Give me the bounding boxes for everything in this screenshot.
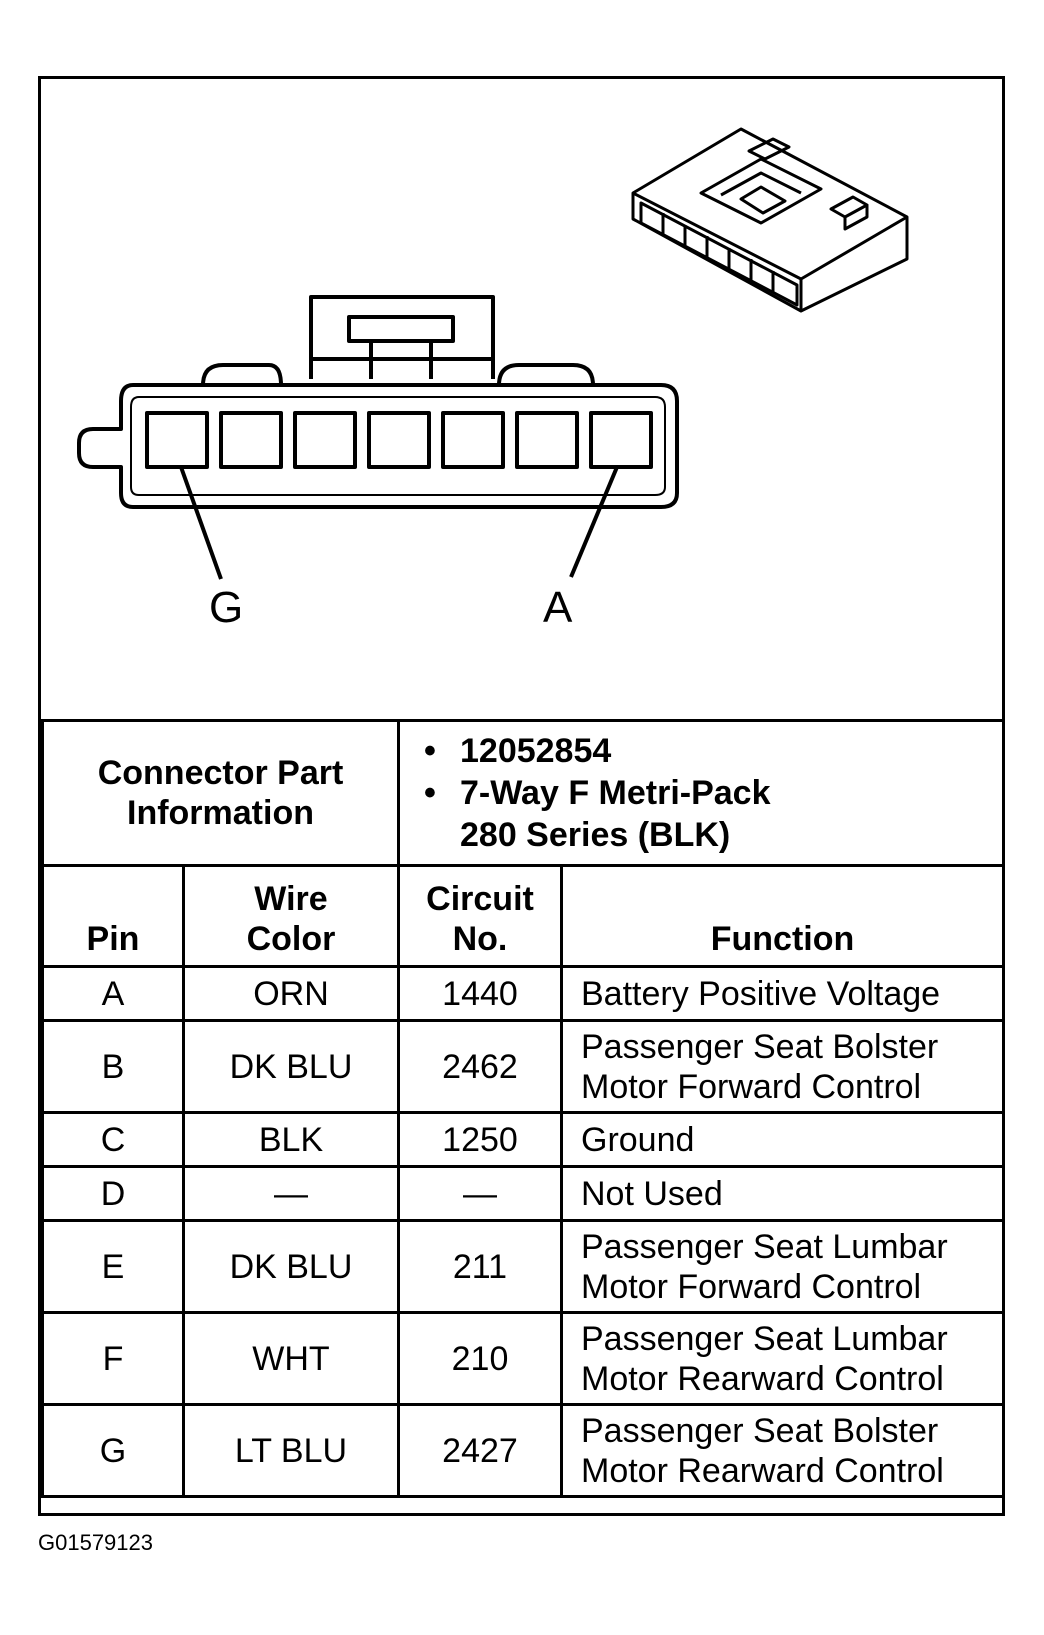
header-wire-color: Wire Color: [182, 864, 400, 968]
header-pin: Pin: [41, 864, 185, 968]
pin-cavities: [145, 411, 653, 469]
leader-g: [179, 466, 223, 580]
cavity-a: [589, 411, 653, 469]
table-row: D — — Not Used: [41, 1165, 1005, 1222]
table-header: Pin Wire Color Circuit No. Function: [41, 864, 1005, 968]
connector-info-row: Connector Part Information 12052854 7-Wa…: [41, 719, 1005, 867]
header-function: Function: [560, 864, 1005, 968]
table-row: A ORN 1440 Battery Positive Voltage: [41, 965, 1005, 1022]
figure-frame: G A Connector Part Information 12052854 …: [38, 76, 1005, 1516]
connector-info-value: 12052854 7-Way F Metri-Pack 280 Series (…: [397, 719, 1005, 867]
isometric-connector: [631, 127, 909, 313]
connector-body: [77, 383, 679, 509]
part-number: 12052854: [424, 730, 1002, 772]
connector-info-label: Connector Part Information: [41, 719, 400, 867]
connector-drawing: [77, 127, 909, 580]
cavity-g: [145, 411, 209, 469]
connector-description: 7-Way F Metri-Pack 280 Series (BLK): [424, 772, 1002, 856]
header-circuit: Circuit No.: [397, 864, 563, 968]
cavity-d: [367, 411, 431, 469]
cavity-b: [515, 411, 579, 469]
pinout-table: Connector Part Information 12052854 7-Wa…: [41, 719, 1005, 1498]
connector-latch: [309, 295, 495, 379]
pin-label-a: A: [543, 583, 573, 632]
left-bump: [201, 363, 283, 386]
table-row: C BLK 1250 Ground: [41, 1111, 1005, 1168]
latch-window: [347, 315, 455, 343]
cavity-c: [441, 411, 505, 469]
connector-diagram: G A: [41, 79, 1002, 719]
pin-label-g: G: [209, 583, 244, 632]
cavity-e: [293, 411, 357, 469]
figure-id: G01579123: [38, 1530, 153, 1555]
right-bump: [497, 363, 595, 386]
leader-a: [569, 466, 619, 578]
cavity-f: [219, 411, 283, 469]
